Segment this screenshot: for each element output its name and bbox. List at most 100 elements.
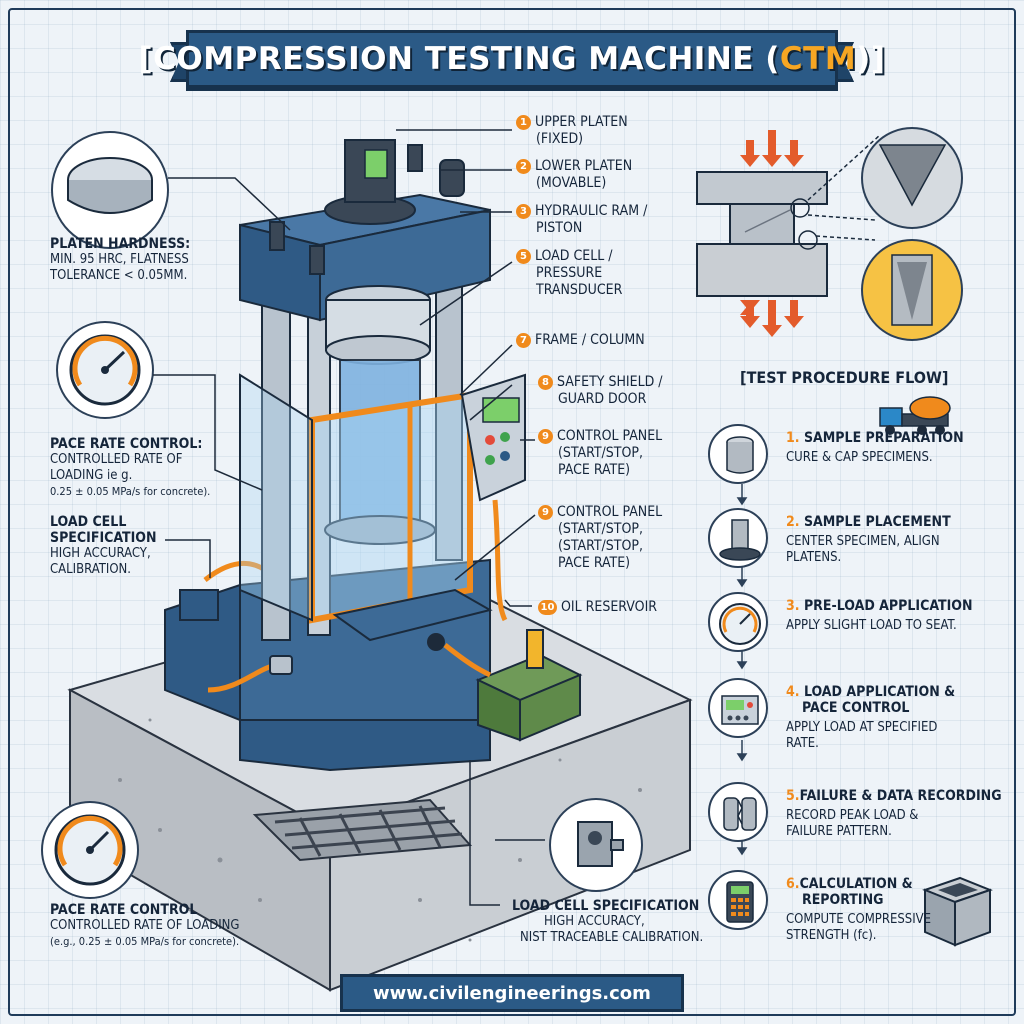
part-number: 7 [516,333,531,348]
step-line: PLATENS. [786,550,842,565]
part-line: LOWER PLATEN [535,158,633,174]
procedure-step: 5.FAILURE & DATA RECORDING RECORD PEAK L… [708,782,1008,854]
part-line: SAFETY SHIELD / [557,374,663,390]
footer-url-link[interactable]: www.civilengineerings.com [373,982,651,1004]
note-platen-hardness: PLATEN HARDNESS: MIN. 95 HRC, FLATNESS T… [50,236,190,284]
part-line: FRAME / COLUMN [535,332,645,348]
step-line: APPLY LOAD AT SPECIFIED [786,720,938,735]
step-title-text: CALCULATION & [799,876,913,892]
procedure-step: 1. SAMPLE PREPARATION CURE & CAP SPECIME… [708,424,1008,496]
part-line: PISTON [536,220,583,236]
part-label-frame-column: 7 FRAME / COLUMN [516,332,645,349]
control-panel [460,373,526,622]
part-line: GUARD DOOR [558,391,647,407]
load-cell-icon [549,798,643,892]
step-title: 3. PRE-LOAD APPLICATION [786,598,973,614]
part-number: 9 [538,429,553,444]
part-number: 10 [538,600,557,615]
step-title-text: SAMPLE PREPARATION [803,430,964,446]
note-load-cell-2: LOAD CELL SPECIFICATION HIGH ACCURACY, N… [512,898,703,946]
part-label-oil-reservoir: 10 OIL RESERVOIR [538,599,657,616]
machine-base [164,558,491,772]
step-line: RECORD PEAK LOAD & [786,808,919,823]
rebar-pit [252,798,473,862]
title-highlight: CTM [779,41,857,77]
step-title-text: LOAD APPLICATION & [803,684,956,700]
step-number: 4. [786,684,800,700]
step-title: 5.FAILURE & DATA RECORDING [786,788,1002,804]
part-line: PRESSURE [536,265,603,281]
part-label-lower-platen: 2 LOWER PLATEN(MOVABLE) [516,158,632,192]
step-desc: RECORD PEAK LOAD &FAILURE PATTERN. [786,808,918,840]
cylinder-specimen-icon [708,424,768,484]
flow-connectors [736,484,748,856]
step-desc: APPLY SLIGHT LOAD TO SEAT. [786,618,957,634]
step-line: STRENGTH (fc). [786,928,877,943]
step-line: RATE. [786,736,819,751]
note-line: MIN. 95 HRC, FLATNESS [50,252,189,267]
part-line: OIL RESERVOIR [561,599,658,615]
step-line: COMPUTE COMPRESSIVE [786,912,932,927]
note-heading: PLATEN HARDNESS: [50,236,191,252]
footer-banner: www.civilengineerings.com [330,974,694,1014]
note-pace-rate-1: PACE RATE CONTROL: CONTROLLED RATE OF LO… [50,436,210,500]
procedure-step: 4. LOAD APPLICATION &PACE CONTROL APPLY … [708,678,1008,751]
procedure-step: 3. PRE-LOAD APPLICATION APPLY SLIGHT LOA… [708,592,1008,664]
note-heading: LOAD CELL SPECIFICATION [512,898,700,914]
note-heading: PACE RATE CONTROL [50,902,198,918]
platen-placement-icon [708,508,768,568]
step-number: 3. [786,598,800,614]
note-line: HIGH ACCURACY, [544,914,645,929]
step-title-text: PACE CONTROL [802,700,910,716]
part-line: CONTROL PANEL [557,504,663,520]
part-number: 9 [538,505,553,520]
title-prefix: [COMPRESSION TESTING MACHINE ( [138,41,780,77]
control-panel-icon [708,678,768,738]
platen-disc-icon [51,131,169,249]
part-label-safety-shield: 8 SAFETY SHIELD /GUARD DOOR [538,374,663,408]
part-number: 8 [538,375,553,390]
part-line: LOAD CELL / [535,248,613,264]
note-line: 0.25 ± 0.05 MPa/s for concrete). [50,485,211,498]
procedure-step: 6.CALCULATION &REPORTING COMPUTE COMPRES… [708,870,1008,944]
part-line: (MOVABLE) [536,175,607,191]
gauge-icon [708,592,768,652]
step-line: APPLY SLIGHT LOAD TO SEAT. [786,618,957,633]
procedure-title: [TEST PROCEDURE FLOW] [740,368,949,387]
step-desc: CURE & CAP SPECIMENS. [786,450,933,466]
part-number: 2 [516,159,531,174]
calculator-icon [708,870,768,930]
part-line: TRANSDUCER [536,282,623,298]
step-number: 2. [786,514,800,530]
title-banner: [COMPRESSION TESTING MACHINE (CTM)] [138,26,885,92]
note-line: TOLERANCE < 0.05MM. [50,268,188,283]
step-line: CENTER SPECIMEN, ALIGN [786,534,940,549]
note-heading: PACE RATE CONTROL: [50,436,203,452]
safety-shield [239,373,493,642]
part-line: HYDRAULIC RAM / [535,203,648,219]
step-title: 6.CALCULATION &REPORTING [786,876,913,908]
step-number: 1. [786,430,800,446]
compression-detail-diagram [696,127,963,341]
gauge-icon-lower [41,801,139,899]
step-line: CURE & CAP SPECIMENS. [786,450,933,465]
note-heading: LOAD CELL [50,514,127,530]
step-title-text: REPORTING [802,892,884,908]
part-line: PACE RATE) [558,555,631,571]
part-line: CONTROL PANEL [557,428,663,444]
step-line: FAILURE PATTERN. [786,824,892,839]
step-title-text: SAMPLE PLACEMENT [803,514,951,530]
cube-mold-icon [922,876,993,947]
note-line: CALIBRATION. [50,562,131,577]
part-line: (FIXED) [536,131,584,147]
note-load-cell-1: LOAD CELL SPECIFICATION HIGH ACCURACY, C… [50,514,157,578]
part-line: (START/STOP, [558,445,643,461]
